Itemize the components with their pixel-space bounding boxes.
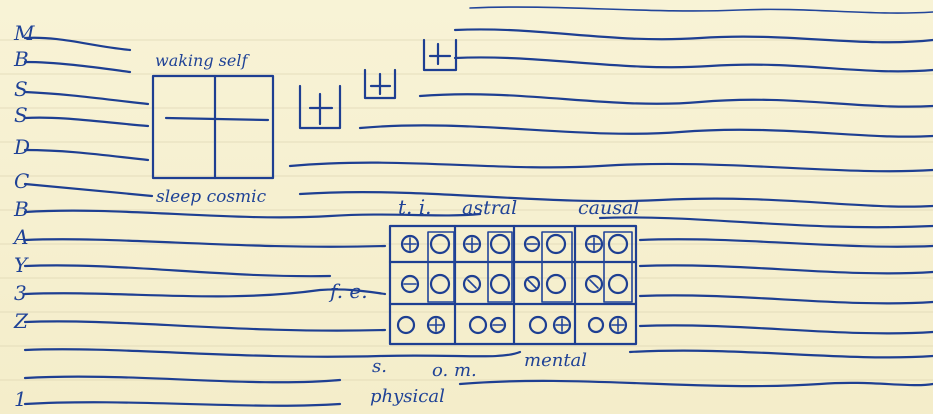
margin-letter: 3 — [14, 281, 27, 305]
cup-glyphs — [300, 40, 456, 128]
margin-letter: Y — [14, 253, 29, 277]
label-causal: causal — [578, 197, 639, 219]
label-sleep-cosmic: sleep cosmic — [156, 187, 267, 207]
label-o-m: o. m. — [432, 360, 477, 381]
label-astral: astral — [462, 197, 517, 219]
label-physical: physical — [370, 386, 445, 407]
label-t-i: t. i. — [398, 195, 432, 219]
label-f-e: f. e. — [328, 279, 368, 303]
margin-letter: S — [14, 77, 28, 101]
margin-letter: 1 — [14, 387, 27, 411]
margin-letters: M B S S D C B A Y 3 Z 1 — [12, 21, 35, 411]
margin-letter: C — [14, 169, 29, 193]
margin-letter: B — [13, 47, 29, 71]
margin-letter: B — [13, 197, 29, 221]
margin-letter: D — [13, 135, 30, 159]
label-s: s. — [372, 356, 387, 377]
margin-letter: Z — [13, 309, 29, 333]
margin-letter: S — [14, 103, 28, 127]
label-mental: mental — [524, 350, 587, 371]
label-waking-self: waking self — [155, 51, 250, 70]
margin-letter: M — [13, 21, 35, 45]
margin-letter: A — [12, 225, 28, 249]
